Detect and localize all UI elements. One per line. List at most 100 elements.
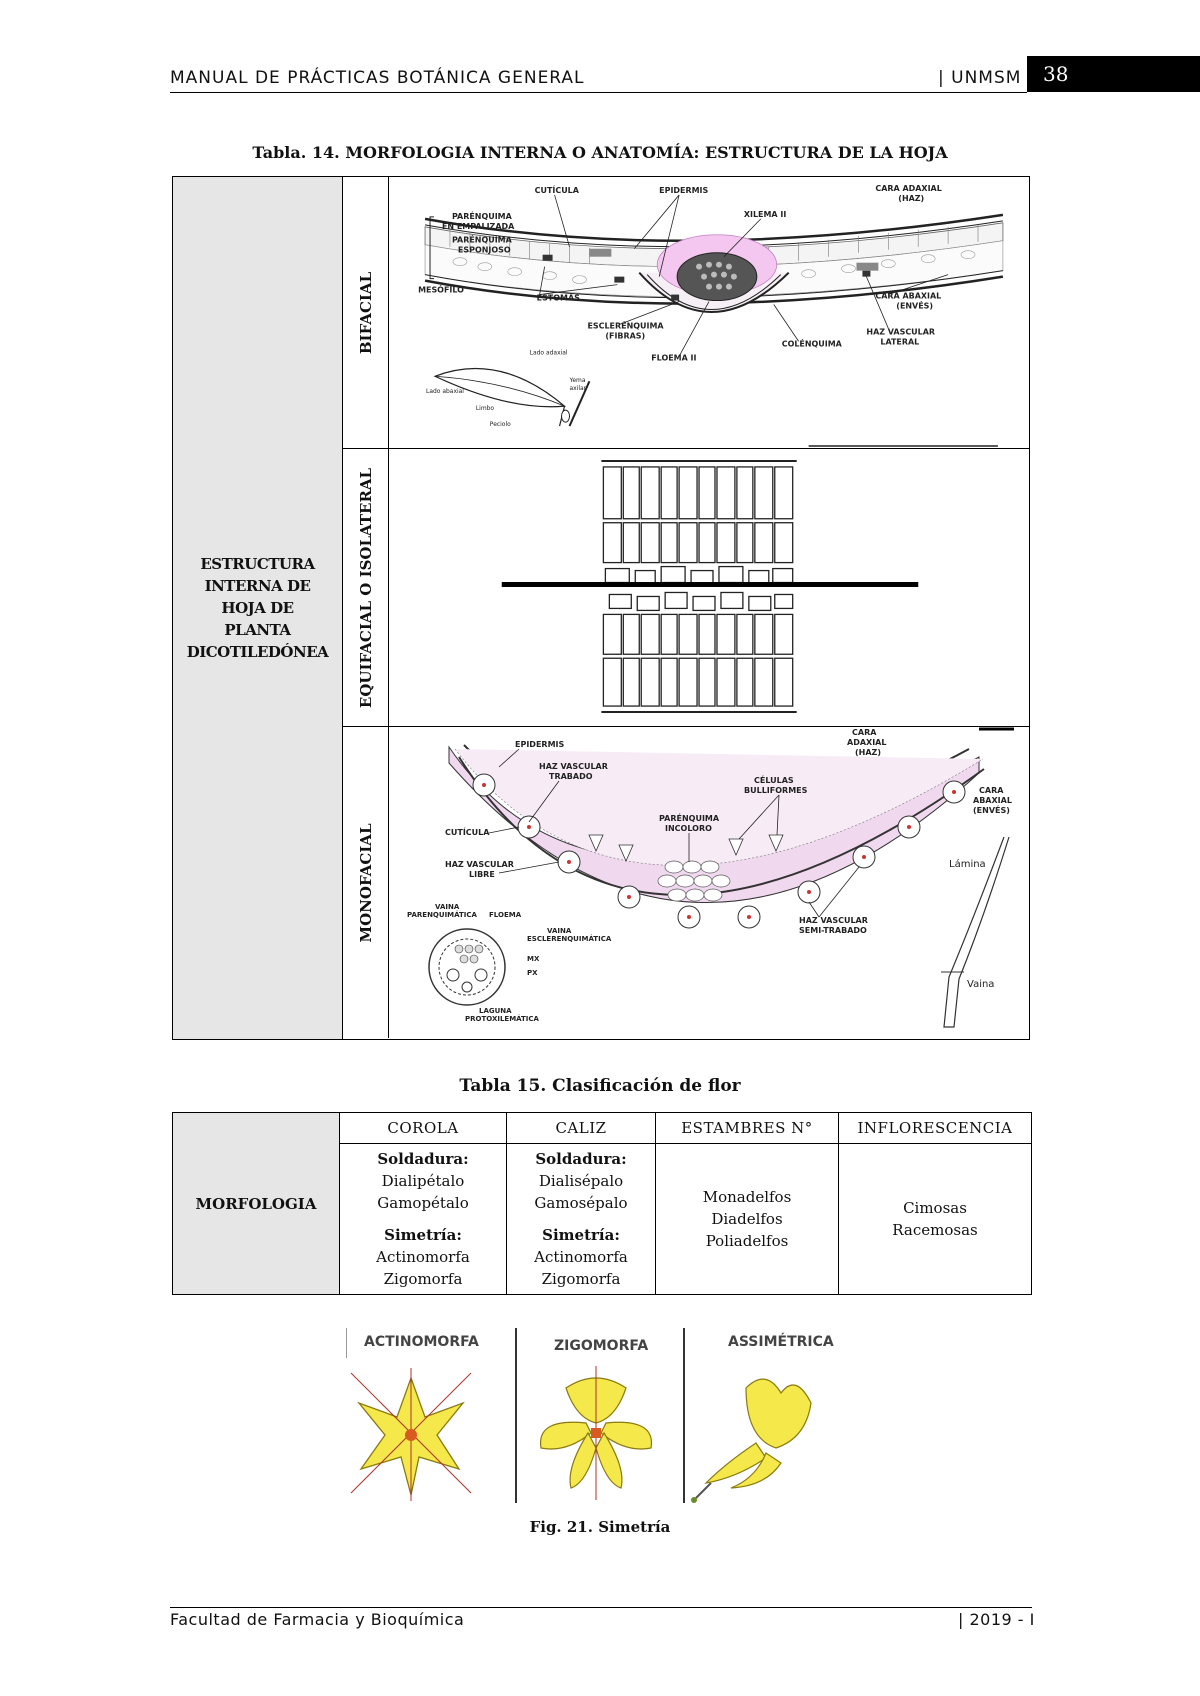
- estambres-2: Diadelfos: [711, 1210, 783, 1228]
- mono-label-enves: (ENVÉS): [973, 804, 1010, 815]
- fig-label-asimetrica: ASSIMÉTRICA: [728, 1334, 834, 1350]
- mono-label-semi-1: HAZ VASCULAR: [799, 916, 868, 925]
- label-cuticula: CUTÍCULA: [535, 184, 580, 195]
- fig-label-actinomorfa: ACTINOMORFA: [364, 1334, 479, 1350]
- row-label-cell-equifacial: EQUIFACIAL O ISOLATERAL: [343, 449, 389, 727]
- label-cara-abaxial: CARA ABAXIAL: [875, 292, 941, 301]
- label-floema: FLOEMA II: [651, 353, 696, 362]
- row-label-cell-bifacial: BIFACIAL: [343, 177, 389, 449]
- corola-simetria-1: Actinomorfa: [376, 1248, 470, 1266]
- label-epidermis: EPIDERMIS: [659, 186, 708, 195]
- header-rule: [170, 92, 1027, 93]
- cell-corola: Soldadura: Dialipétalo Gamopétalo Simetr…: [339, 1143, 507, 1295]
- footer-year: | 2019 - I: [958, 1610, 1035, 1629]
- table15-row-header: MORFOLOGIA: [172, 1112, 340, 1295]
- asymmetric-flower-icon: [691, 1378, 812, 1503]
- zygomorphic-flower-icon: [539, 1366, 653, 1500]
- mono-label-incoloro-1: PARÉNQUIMA: [659, 812, 720, 823]
- cell-estambres: Monadelfos Diadelfos Poliadelfos: [655, 1143, 839, 1295]
- label-fibras: (FIBRAS): [605, 331, 645, 340]
- mono-label-haz-trabado-1: HAZ VASCULAR: [539, 762, 608, 771]
- mono-label-haz-libre-1: HAZ VASCULAR: [445, 860, 514, 869]
- label-haz-vascular-2: LATERAL: [880, 337, 919, 346]
- bifacial-diagram-cell: CUTÍCULA EPIDERMIS CARA ADAXIAL (HAZ) XI…: [389, 177, 1029, 449]
- mono-label-cara-adaxial-1: CARA: [852, 728, 877, 737]
- mono-label-px: PX: [527, 969, 538, 977]
- mono-label-semi-2: SEMI-TRABADO: [799, 926, 867, 935]
- header-title: MANUAL DE PRÁCTICAS BOTÁNICA GENERAL: [170, 68, 585, 88]
- inflorescencia-1: Cimosas: [903, 1199, 967, 1217]
- label-enves: (ENVÉS): [896, 300, 933, 311]
- label-cara-adaxial: CARA ADAXIAL: [875, 184, 941, 193]
- cell-inflorescencia: Cimosas Racemosas: [838, 1143, 1032, 1295]
- label-esclerenquima: ESCLERÉNQUIMA: [587, 319, 664, 330]
- label-par-esponjoso-2: ESPONJOSO: [458, 246, 511, 255]
- fig-label-zigomorfa: ZIGOMORFA: [554, 1338, 649, 1354]
- label-par-esponjoso-1: PARÉNQUIMA: [452, 234, 513, 245]
- actinomorphic-flower-icon: [350, 1368, 472, 1501]
- col-header-caliz: CALIZ: [506, 1112, 656, 1144]
- table14-caption: Tabla. 14. MORFOLOGIA INTERNA O ANATOMÍA…: [252, 143, 948, 162]
- label-peciolo: Peciolo: [490, 421, 511, 428]
- table14-row-header-cell: ESTRUCTURA INTERNA DE HOJA DE PLANTA DIC…: [173, 177, 343, 1039]
- mono-label-floema: FLOEMA: [489, 911, 522, 919]
- caliz-soldadura-2: Gamosépalo: [534, 1194, 628, 1212]
- mono-label-mx: MX: [527, 955, 540, 963]
- table15: MORFOLOGIA COROLA CALIZ ESTAMBRES N° INF…: [172, 1112, 1032, 1295]
- table14: ESTRUCTURA INTERNA DE HOJA DE PLANTA DIC…: [172, 176, 1030, 1040]
- inflorescencia-2: Racemosas: [892, 1221, 978, 1239]
- table15-caption: Tabla 15. Clasificación de flor: [459, 1076, 741, 1096]
- page-number: 38: [1027, 56, 1200, 92]
- row-label-cell-monofacial: MONOFACIAL: [343, 727, 389, 1038]
- mono-label-vaina-par-2: PARENQUIMÁTICA: [407, 910, 478, 919]
- cell-caliz: Soldadura: Dialisépalo Gamosépalo Simetr…: [506, 1143, 656, 1295]
- label-par-empalizada-1: PARÉNQUIMA: [452, 210, 513, 221]
- mono-label-laguna-1: LAGUNA: [479, 1007, 512, 1015]
- mono-label-haz: (HAZ): [855, 748, 881, 757]
- equifacial-leaf-diagram: [501, 458, 919, 717]
- label-lado-abaxial: Lado abaxial: [426, 388, 464, 395]
- mono-label-epidermis: EPIDERMIS: [515, 740, 565, 749]
- equifacial-diagram-cell: [389, 449, 1029, 727]
- col-header-corola: COROLA: [339, 1112, 507, 1144]
- label-mesofilo: MESÓFILO: [418, 284, 464, 295]
- estambres-1: Monadelfos: [702, 1188, 792, 1206]
- label-yema-1: Yema: [569, 377, 586, 384]
- monofacial-leaf-diagram: EPIDERMIS CARA ADAXIAL (HAZ) HAZ VASCULA…: [407, 727, 1014, 1028]
- col-header-estambres: ESTAMBRES N°: [655, 1112, 839, 1144]
- corola-soldadura-label: Soldadura:: [377, 1150, 469, 1168]
- mono-label-incoloro-2: INCOLORO: [665, 824, 712, 833]
- mono-label-vaina-esc-1: VAINA: [547, 927, 572, 935]
- label-xilema: XILEMA II: [744, 210, 786, 219]
- mono-label-cuticula: CUTÍCULA: [445, 826, 490, 837]
- mono-label-bulliformes-1: CÉLULAS: [754, 774, 794, 785]
- mono-label-bulliformes-2: BULLIFORMES: [744, 786, 808, 795]
- mono-label-haz-trabado-2: TRABADO: [549, 772, 593, 781]
- mono-label-cara-adaxial-2: ADAXIAL: [847, 738, 886, 747]
- mono-label-vaina-par-1: VAINA: [435, 903, 460, 911]
- caliz-soldadura-1: Dialisépalo: [538, 1172, 624, 1190]
- label-colenquima: COLÉNQUIMA: [782, 337, 843, 348]
- caliz-soldadura-label: Soldadura:: [535, 1150, 627, 1168]
- mono-label-laguna-2: PROTOXILEMÁTICA: [465, 1014, 540, 1023]
- corola-soldadura-2: Gamopétalo: [377, 1194, 469, 1212]
- caliz-simetria-2: Zigomorfa: [541, 1270, 621, 1288]
- col-header-inflorescencia: INFLORESCENCIA: [838, 1112, 1032, 1144]
- monofacial-diagram-cell: EPIDERMIS CARA ADAXIAL (HAZ) HAZ VASCULA…: [389, 727, 1029, 1038]
- header-org: | UNMSM: [938, 68, 1022, 88]
- estambres-3: Poliadelfos: [705, 1232, 789, 1250]
- table14-row-header: ESTRUCTURA INTERNA DE HOJA DE PLANTA DIC…: [186, 555, 329, 661]
- label-par-empalizada-2: EN EMPALIZADA: [442, 222, 515, 231]
- mono-label-lamina: Lámina: [949, 858, 986, 870]
- mono-label-cara-abaxial-2: ABAXIAL: [973, 796, 1012, 805]
- row-label-monofacial: MONOFACIAL: [356, 823, 375, 942]
- symmetry-flowers: [346, 1328, 812, 1503]
- label-haz-vascular-1: HAZ VASCULAR: [866, 327, 935, 336]
- label-estomas: ESTOMAS: [537, 294, 580, 303]
- mono-label-haz-libre-2: LIBRE: [469, 870, 495, 879]
- corola-simetria-2: Zigomorfa: [383, 1270, 463, 1288]
- label-limbo: Limbo: [476, 405, 495, 412]
- bifacial-leaf-diagram: CUTÍCULA EPIDERMIS CARA ADAXIAL (HAZ) XI…: [418, 184, 1004, 447]
- caliz-simetria-1: Actinomorfa: [534, 1248, 628, 1266]
- mono-label-vaina: Vaina: [967, 979, 994, 990]
